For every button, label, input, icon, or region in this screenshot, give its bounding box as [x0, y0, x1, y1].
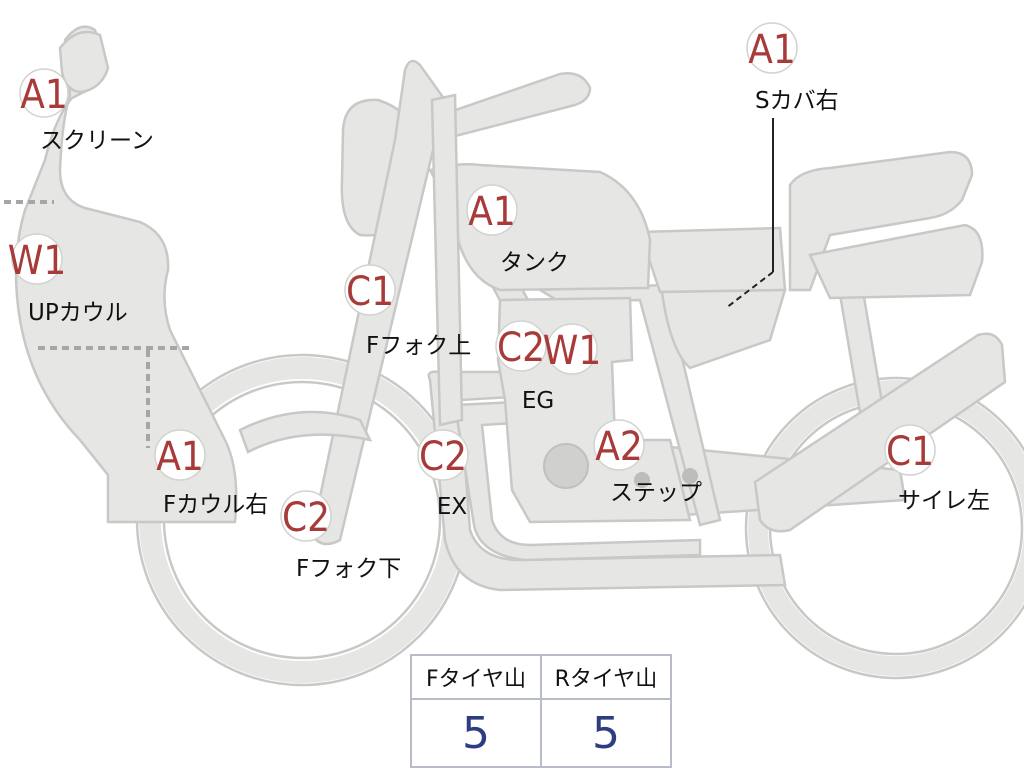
- side-cover: [660, 288, 787, 370]
- tire-tread-table: Fタイヤ山 Rタイヤ山 5 5: [410, 654, 672, 768]
- svg-text:EG: EG: [522, 388, 554, 414]
- svg-text:タンク: タンク: [500, 250, 569, 276]
- exhaust-pipe: [427, 370, 787, 592]
- svg-text:W1: W1: [8, 238, 66, 284]
- step-peg-2: [682, 468, 698, 484]
- badge-screen: A1 スクリーン: [19, 68, 154, 154]
- svg-text:A1: A1: [748, 27, 796, 73]
- rear-tire-value: 5: [540, 698, 672, 768]
- front-fender: [238, 410, 373, 454]
- svg-text:スクリーン: スクリーン: [40, 128, 154, 154]
- rear-fender: [638, 226, 787, 294]
- silencer: [753, 332, 1007, 533]
- svg-text:EX: EX: [437, 494, 468, 520]
- svg-text:Fカウル右: Fカウル右: [163, 492, 268, 518]
- badge-side-cover-right: A1 Sカバ右: [746, 22, 839, 114]
- svg-text:ステップ: ステップ: [610, 480, 702, 506]
- badge-f-fork-upper: C1 Fフォク上: [344, 264, 471, 359]
- step-peg-1: [634, 472, 650, 488]
- front-tire-value: 5: [410, 698, 542, 768]
- svg-text:Sカバ右: Sカバ右: [755, 88, 839, 114]
- engine-cover: [543, 443, 589, 489]
- badge-step: A2 ステップ: [593, 419, 702, 506]
- svg-text:サイレ左: サイレ左: [898, 488, 990, 514]
- svg-text:A1: A1: [20, 72, 68, 118]
- motorcycle-silhouette: [4, 25, 1024, 687]
- svg-text:C1: C1: [886, 429, 934, 475]
- badge-engine: C2 W1 EG: [495, 320, 601, 414]
- svg-text:W1: W1: [543, 328, 601, 374]
- badge-tank: A1 タンク: [466, 184, 569, 276]
- badge-f-cowl-right: A1 Fカウル右: [154, 429, 268, 518]
- svg-text:C2: C2: [497, 325, 545, 371]
- rear-tire-header: Rタイヤ山: [540, 654, 672, 700]
- svg-text:A1: A1: [468, 189, 516, 235]
- svg-text:C2: C2: [419, 434, 467, 480]
- front-tire-header: Fタイヤ山: [410, 654, 542, 700]
- badge-up-cowl: W1 UPカウル: [8, 233, 128, 326]
- tail-cowl: [808, 223, 984, 300]
- svg-text:A1: A1: [156, 434, 204, 480]
- exhaust-pipe-inner: [453, 398, 702, 562]
- tire-table-header-row: Fタイヤ山 Rタイヤ山: [410, 654, 672, 700]
- tire-table-value-row: 5 5: [410, 698, 672, 768]
- badge-f-fork-lower: C2 Fフォク下: [280, 490, 401, 582]
- badge-exhaust: C2 EX: [417, 429, 469, 520]
- svg-text:Fフォク上: Fフォク上: [366, 333, 471, 359]
- svg-text:A2: A2: [595, 424, 643, 470]
- seat: [788, 150, 974, 292]
- svg-text:C2: C2: [282, 495, 330, 541]
- svg-text:UPカウル: UPカウル: [28, 300, 128, 326]
- front-fork-rear: [430, 93, 464, 427]
- svg-text:Fフォク下: Fフォク下: [296, 556, 401, 582]
- badge-silencer-left: C1 サイレ左: [884, 424, 990, 514]
- svg-text:C1: C1: [346, 269, 394, 315]
